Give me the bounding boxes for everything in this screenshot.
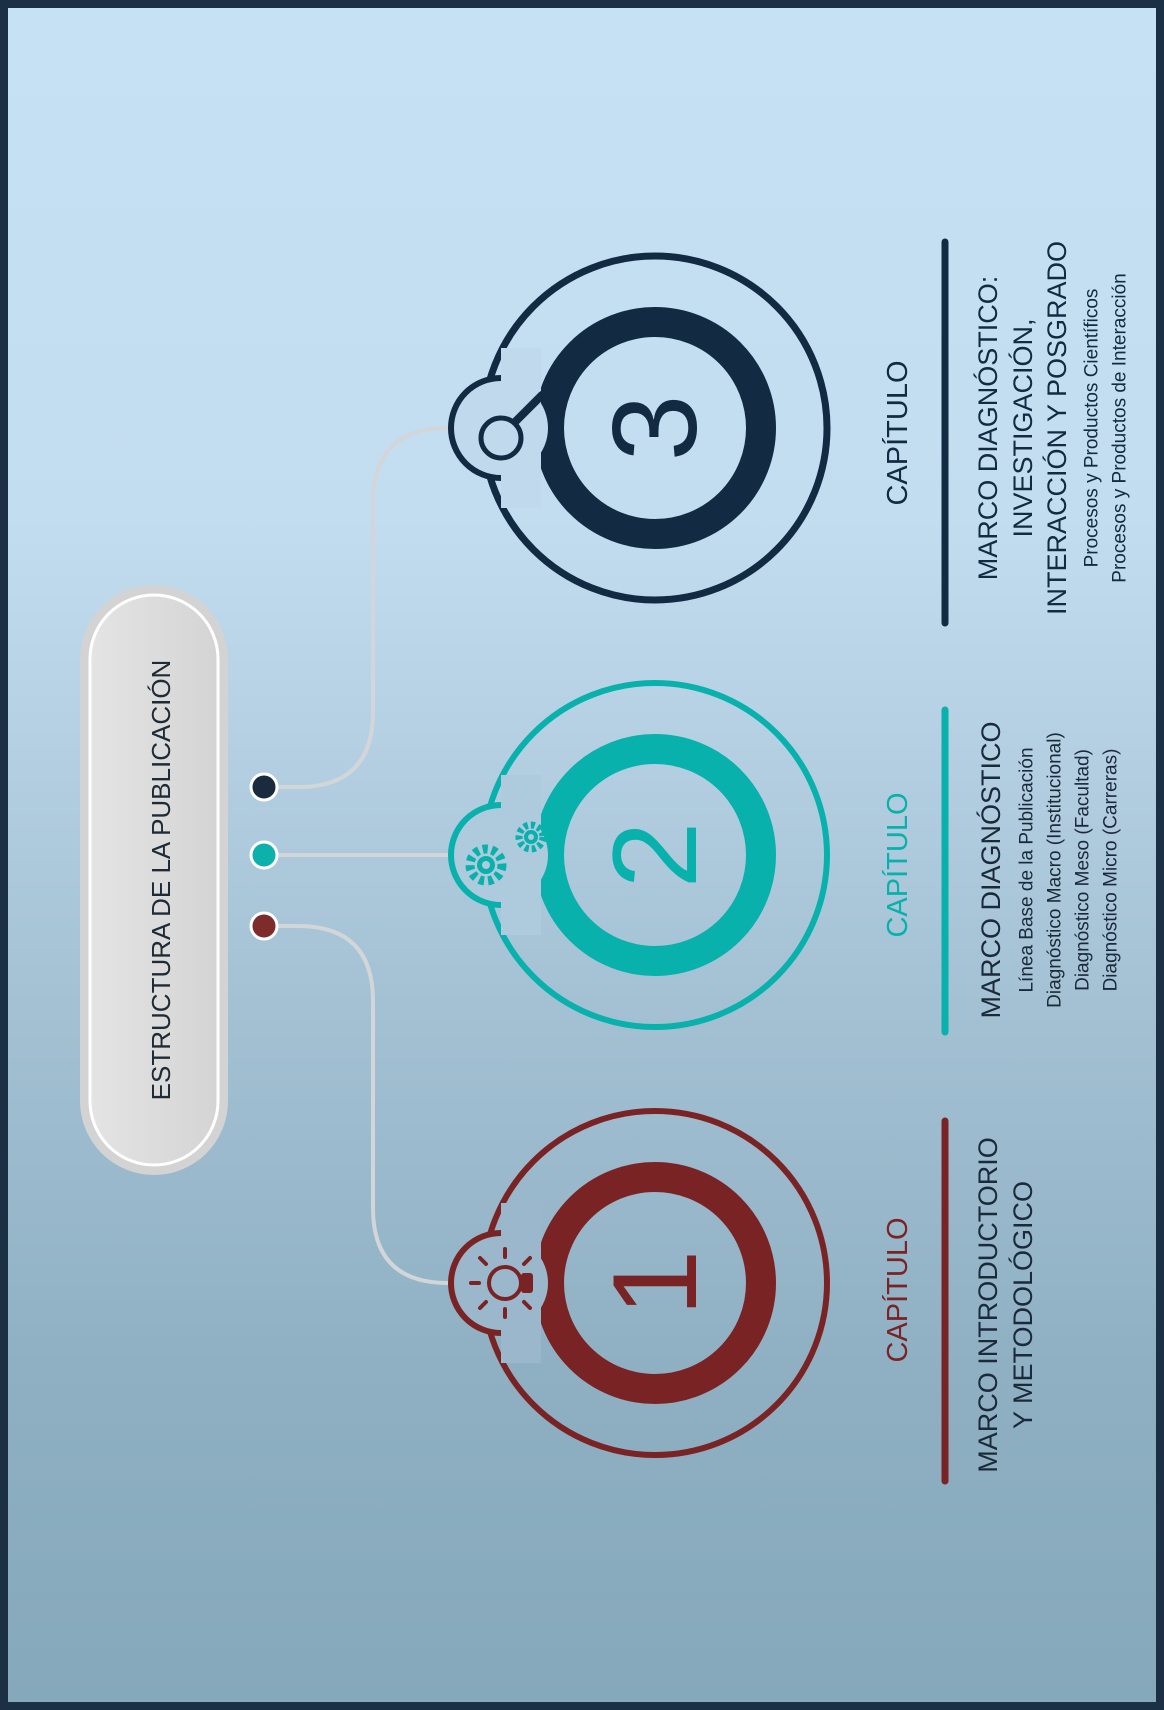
chapter-1-number: 1 bbox=[588, 1250, 722, 1317]
chapter-2-title-line-1: MARCO DIAGNÓSTICO bbox=[975, 721, 1006, 1018]
chapter-3-title-line-1: MARCO DIAGNÓSTICO: bbox=[972, 276, 1003, 581]
lightbulb-icon bbox=[469, 1247, 533, 1319]
chapter-3-item-1: Procesos y Productos Científicos bbox=[1082, 289, 1103, 568]
chapter-2-item-1: Línea Base de la Publicación bbox=[1017, 747, 1038, 992]
chapter-3-title-line-2: INVESTIGACIÓN, bbox=[1007, 318, 1038, 537]
chapter-3-title-line-3: INTERACCIÓN Y POSGRADO bbox=[1041, 241, 1072, 615]
connector-chapter-3 bbox=[264, 426, 449, 789]
chapter-3-badge: 3 bbox=[448, 252, 831, 604]
chapter-3-label: CAPÍTULO bbox=[881, 360, 914, 505]
chapter-2-badge: 2 bbox=[448, 680, 830, 1030]
chapter-2-item-3: Diagnóstico Meso (Facultad) bbox=[1073, 749, 1094, 991]
chapter-3-item-2: Procesos y Productos de Interacción bbox=[1110, 273, 1131, 582]
chapter-2-label: CAPÍTULO bbox=[881, 792, 914, 937]
gears-icon bbox=[465, 821, 547, 886]
publication-title: ESTRUCTURA DE LA PUBLICACIÓN bbox=[146, 660, 176, 1101]
connector-chapter-1 bbox=[264, 924, 449, 1285]
dot-chapter-2 bbox=[249, 840, 279, 870]
chapter-3-number: 3 bbox=[588, 395, 722, 462]
structure-diagram: ESTRUCTURA DE LA PUBLICACIÓN 3 2 bbox=[80, 238, 1131, 1485]
chapter-1-description: MARCO INTRODUCTORIO Y METODOLÓGICO bbox=[973, 1137, 1038, 1473]
chapter-2-number: 2 bbox=[588, 822, 722, 889]
chapter-2-item-4: Diagnóstico Micro (Carreras) bbox=[1101, 749, 1122, 992]
chapter-2-item-2: Diagnóstico Macro (Institucional) bbox=[1045, 732, 1066, 1008]
chapter-1-title-line-2: Y METODOLÓGICO bbox=[1007, 1181, 1038, 1429]
magnifier-icon bbox=[478, 391, 546, 461]
title-pill: ESTRUCTURA DE LA PUBLICACIÓN bbox=[80, 585, 228, 1175]
dot-chapter-3 bbox=[249, 772, 279, 802]
chapter-1-badge: 1 bbox=[448, 1108, 830, 1458]
chapter-3-description: MARCO DIAGNÓSTICO: INVESTIGACIÓN, INTERA… bbox=[972, 241, 1131, 615]
chapter-2-description: MARCO DIAGNÓSTICO Línea Base de la Publi… bbox=[975, 721, 1122, 1018]
connectors bbox=[264, 426, 449, 1285]
chapter-1-label: CAPÍTULO bbox=[881, 1217, 914, 1362]
chapter-1-title-line-1: MARCO INTRODUCTORIO bbox=[973, 1137, 1003, 1473]
dot-chapter-1 bbox=[249, 911, 279, 941]
